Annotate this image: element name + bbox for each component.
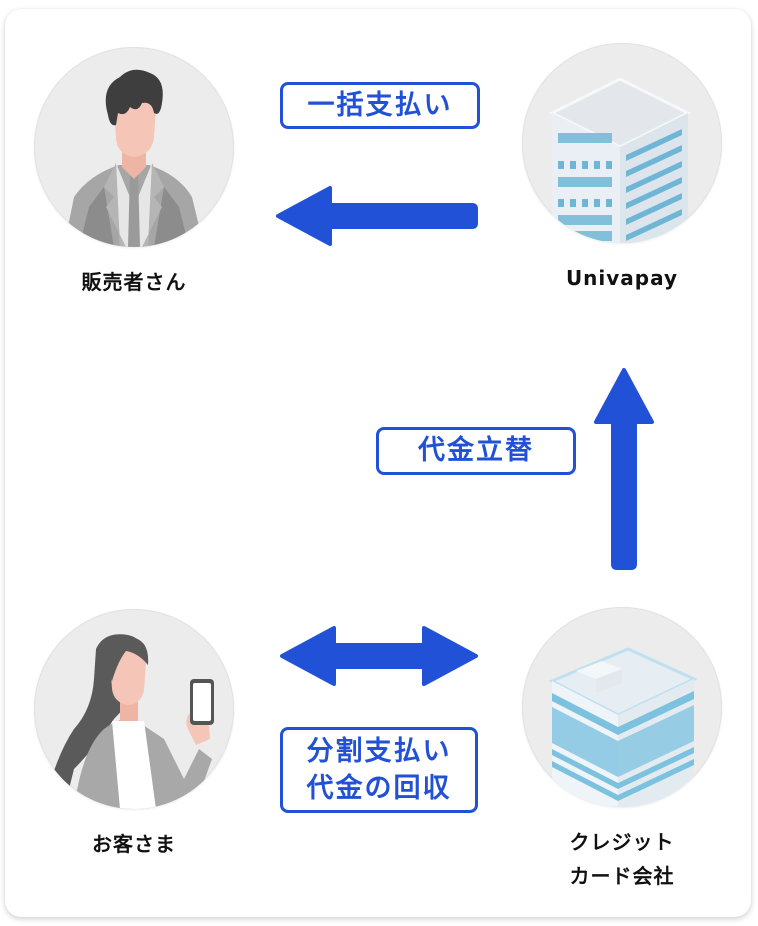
installment-collection-tag: 分割支払い 代金の回収 [280,727,478,813]
univapay-avatar [522,43,722,243]
advance-payment-tag: 代金立替 [376,427,576,475]
lump-sum-payment-tag: 一括支払い [280,82,480,129]
arrow-left-icon [276,186,478,246]
lump-sum-payment-label: 一括支払い [307,90,453,121]
seller-label: 販売者さん [81,270,187,294]
seller-avatar [34,47,234,247]
payment-collection-label: 代金の回収 [306,773,452,804]
tall-office-building-icon [548,647,698,807]
office-building-icon [548,77,692,243]
credit-card-company-label-line1: クレジット [569,830,675,854]
arrow-bidirectional-icon [280,626,478,686]
node-customer: お客さま [34,609,234,861]
customer-avatar [34,609,234,809]
arrow-up-icon [594,368,654,570]
customer-label: お客さま [92,832,176,856]
univapay-label: Univapay [565,266,679,290]
node-credit-card-company: クレジット カード会社 [522,607,722,893]
credit-card-company-label-line2: カード会社 [569,864,675,888]
businessman-icon [64,69,204,247]
credit-card-company-label: クレジット カード会社 [522,825,722,893]
installment-payment-label: 分割支払い [306,736,452,767]
woman-with-smartphone-icon [44,634,214,809]
node-seller: 販売者さん [34,47,234,299]
node-univapay: Univapay [522,43,722,295]
advance-payment-label: 代金立替 [418,435,534,466]
credit-card-company-avatar [522,607,722,807]
